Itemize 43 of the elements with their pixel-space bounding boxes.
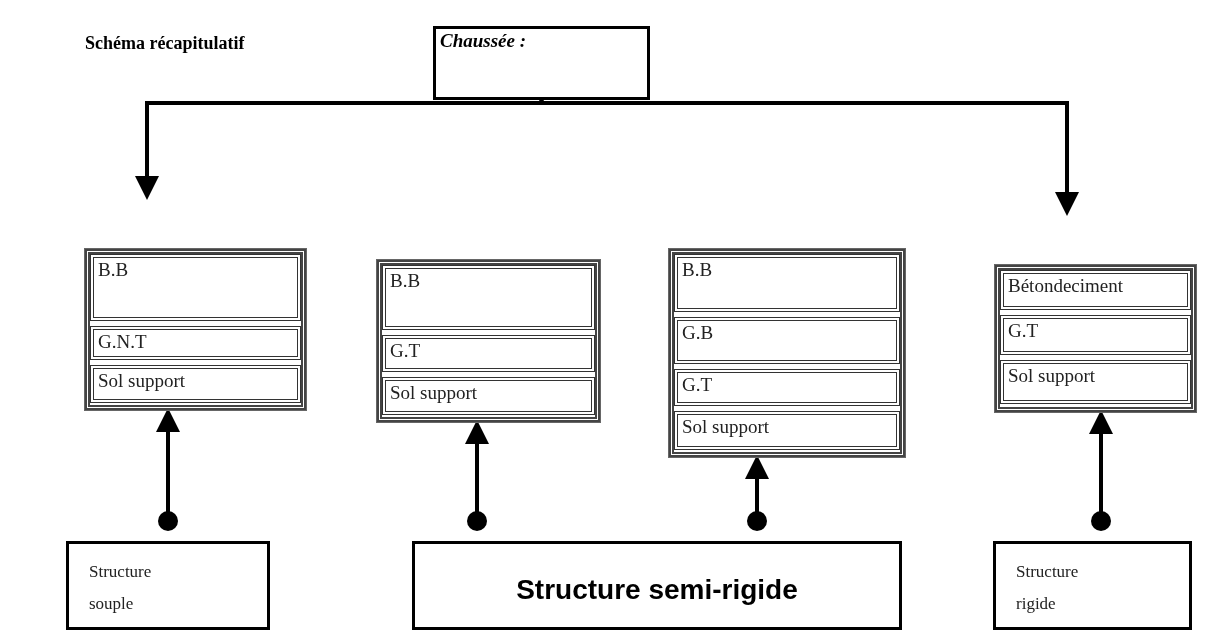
- arrow: [745, 455, 769, 531]
- structure-box: [412, 541, 902, 630]
- arrow: [465, 420, 489, 531]
- layer-box: [1000, 315, 1191, 355]
- box-label: Chaussée :: [440, 30, 527, 51]
- layer-box: [90, 365, 301, 403]
- layer-box: [382, 377, 595, 415]
- layer-label: G.T: [1008, 320, 1039, 341]
- layer-label: G.B: [682, 322, 714, 343]
- layer-box: [382, 335, 595, 372]
- layer-box: [674, 411, 900, 450]
- diagram-title: Schéma récapitulatif: [85, 32, 245, 55]
- layer-box: [90, 326, 301, 360]
- layer-label: B.B: [390, 270, 421, 291]
- structure-label: Structure semi-rigide: [516, 572, 798, 607]
- layer-label: G.T: [682, 374, 713, 395]
- layer-label: B.B: [98, 259, 129, 280]
- arrow: [1089, 410, 1113, 531]
- structure-box: [993, 541, 1192, 630]
- layer-label: Sol support: [682, 416, 770, 437]
- layer-label: Sol support: [390, 382, 478, 403]
- structure-box: [66, 541, 270, 630]
- layer-box: [674, 369, 900, 406]
- layer-label: G.T: [390, 340, 421, 361]
- layer-box: [90, 254, 301, 321]
- layer-label: Sol support: [98, 370, 186, 391]
- layer-box: [674, 254, 900, 312]
- layer-label: Bétondeciment: [1008, 275, 1124, 296]
- layer-box: [1000, 270, 1191, 310]
- layer-box: [674, 317, 900, 364]
- title-box: [433, 26, 650, 100]
- layer-label: G.N.T: [98, 331, 147, 352]
- structure-label: Structure souple: [89, 561, 153, 615]
- layer-stack-box: [85, 249, 306, 410]
- layer-stack-box: [377, 260, 600, 422]
- layer-stack-box: [669, 249, 905, 457]
- layer-label: B.B: [682, 259, 713, 280]
- layer-label: Sol support: [1008, 365, 1096, 386]
- layer-box: [1000, 360, 1191, 404]
- structure-label: Structure rigide: [1016, 561, 1080, 615]
- layer-stack-box: [995, 265, 1196, 412]
- arrow: [156, 408, 180, 531]
- layer-box: [382, 265, 595, 330]
